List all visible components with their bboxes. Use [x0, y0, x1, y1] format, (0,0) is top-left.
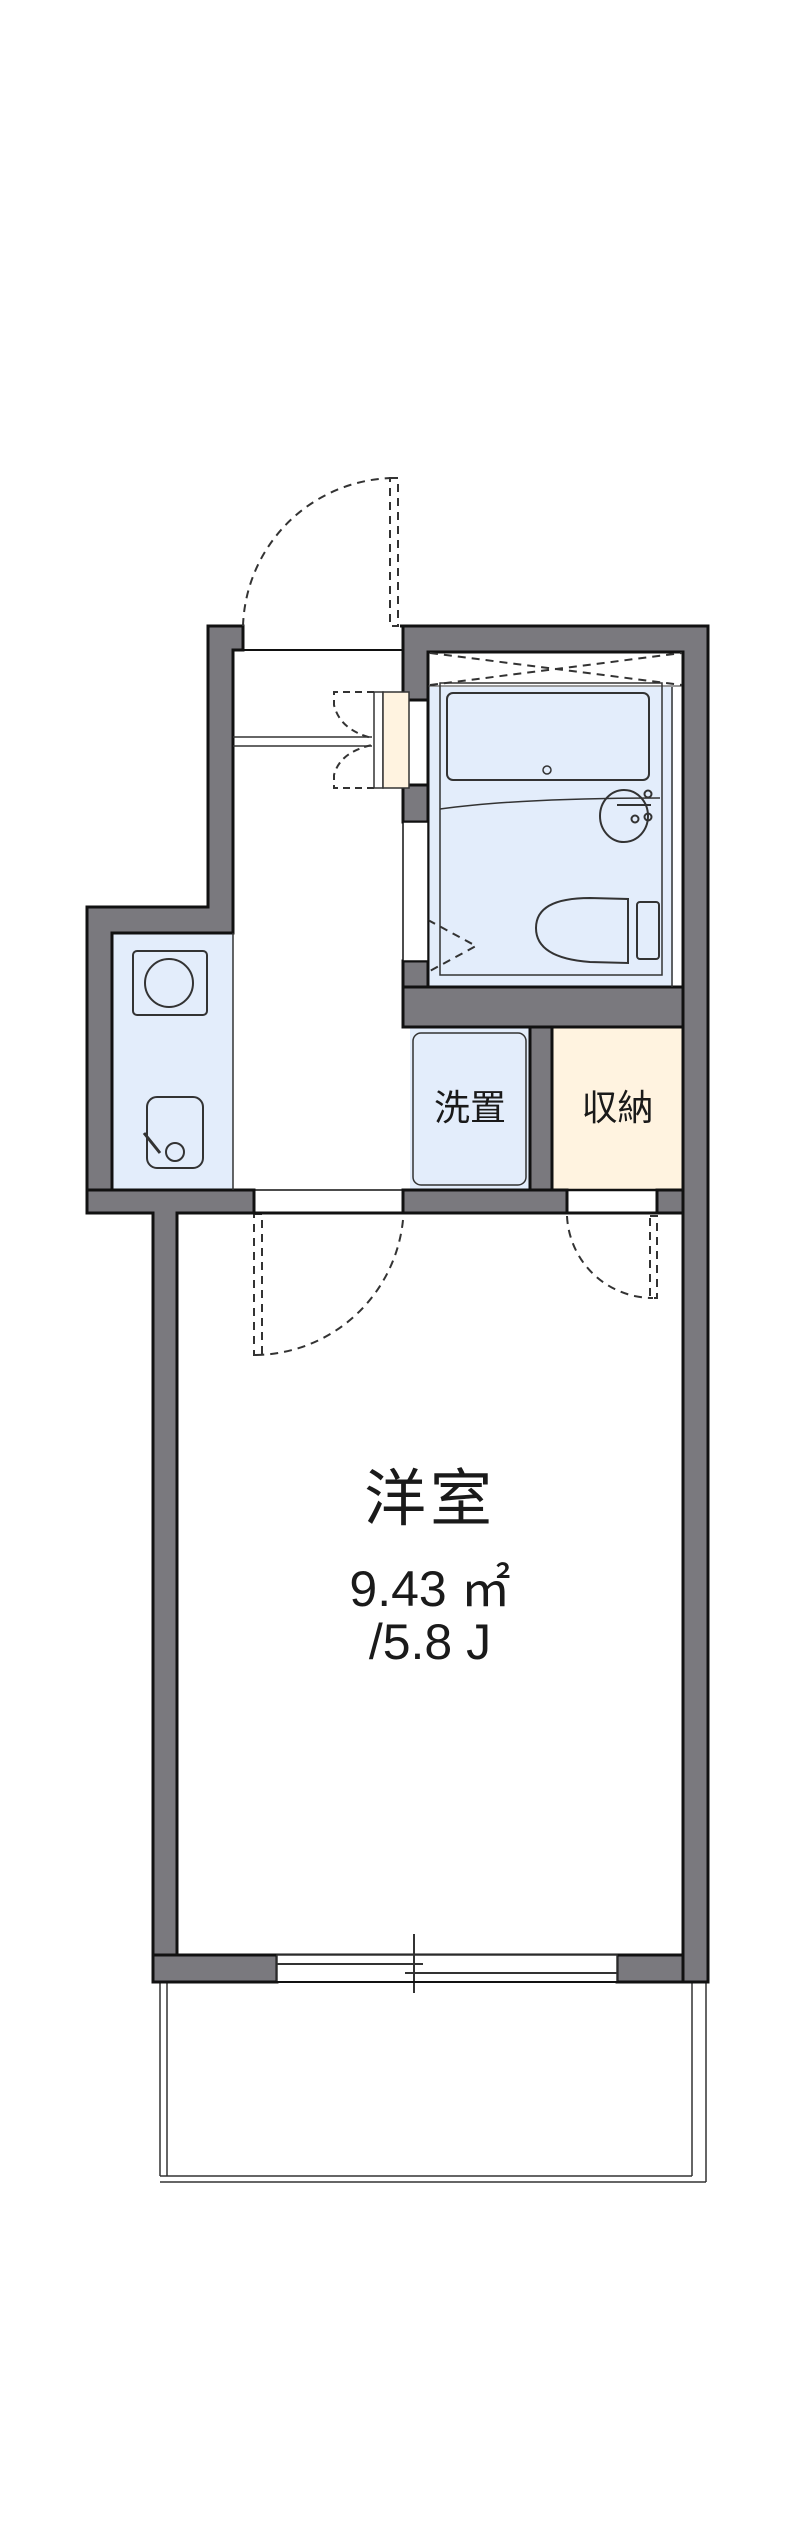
unit-bath: [426, 650, 685, 989]
kitchen-floor: [112, 933, 233, 1190]
bath-door[interactable]: [427, 919, 479, 973]
bath-folding-door[interactable]: [429, 652, 683, 686]
entry-door[interactable]: [242, 477, 399, 627]
kitchen: [132, 950, 208, 1169]
room-door[interactable]: [253, 1213, 404, 1356]
main-room-area: 9.43 ㎡: [349, 1561, 511, 1617]
toilet: [534, 896, 660, 965]
walls: [85, 624, 710, 1984]
balcony: [159, 1982, 707, 2183]
main-room-jo: /5.8 J: [368, 1614, 492, 1670]
stove-burner-icon: [132, 950, 208, 1016]
washbasin: [599, 789, 653, 843]
washer-pan: [412, 1032, 527, 1186]
closet-door[interactable]: [566, 1215, 658, 1300]
drain-icon: [542, 765, 552, 775]
closet-label: 収納: [581, 1088, 654, 1129]
bathtub: [446, 692, 650, 781]
main-room-name: 洋室: [363, 1462, 496, 1535]
washer-space-label: 洗置: [433, 1088, 506, 1129]
shoe-cabinet[interactable]: [333, 691, 410, 789]
balcony-window[interactable]: [276, 1934, 618, 1993]
closet-floor: [552, 1027, 683, 1190]
kitchen-sink-icon: [146, 1096, 204, 1169]
